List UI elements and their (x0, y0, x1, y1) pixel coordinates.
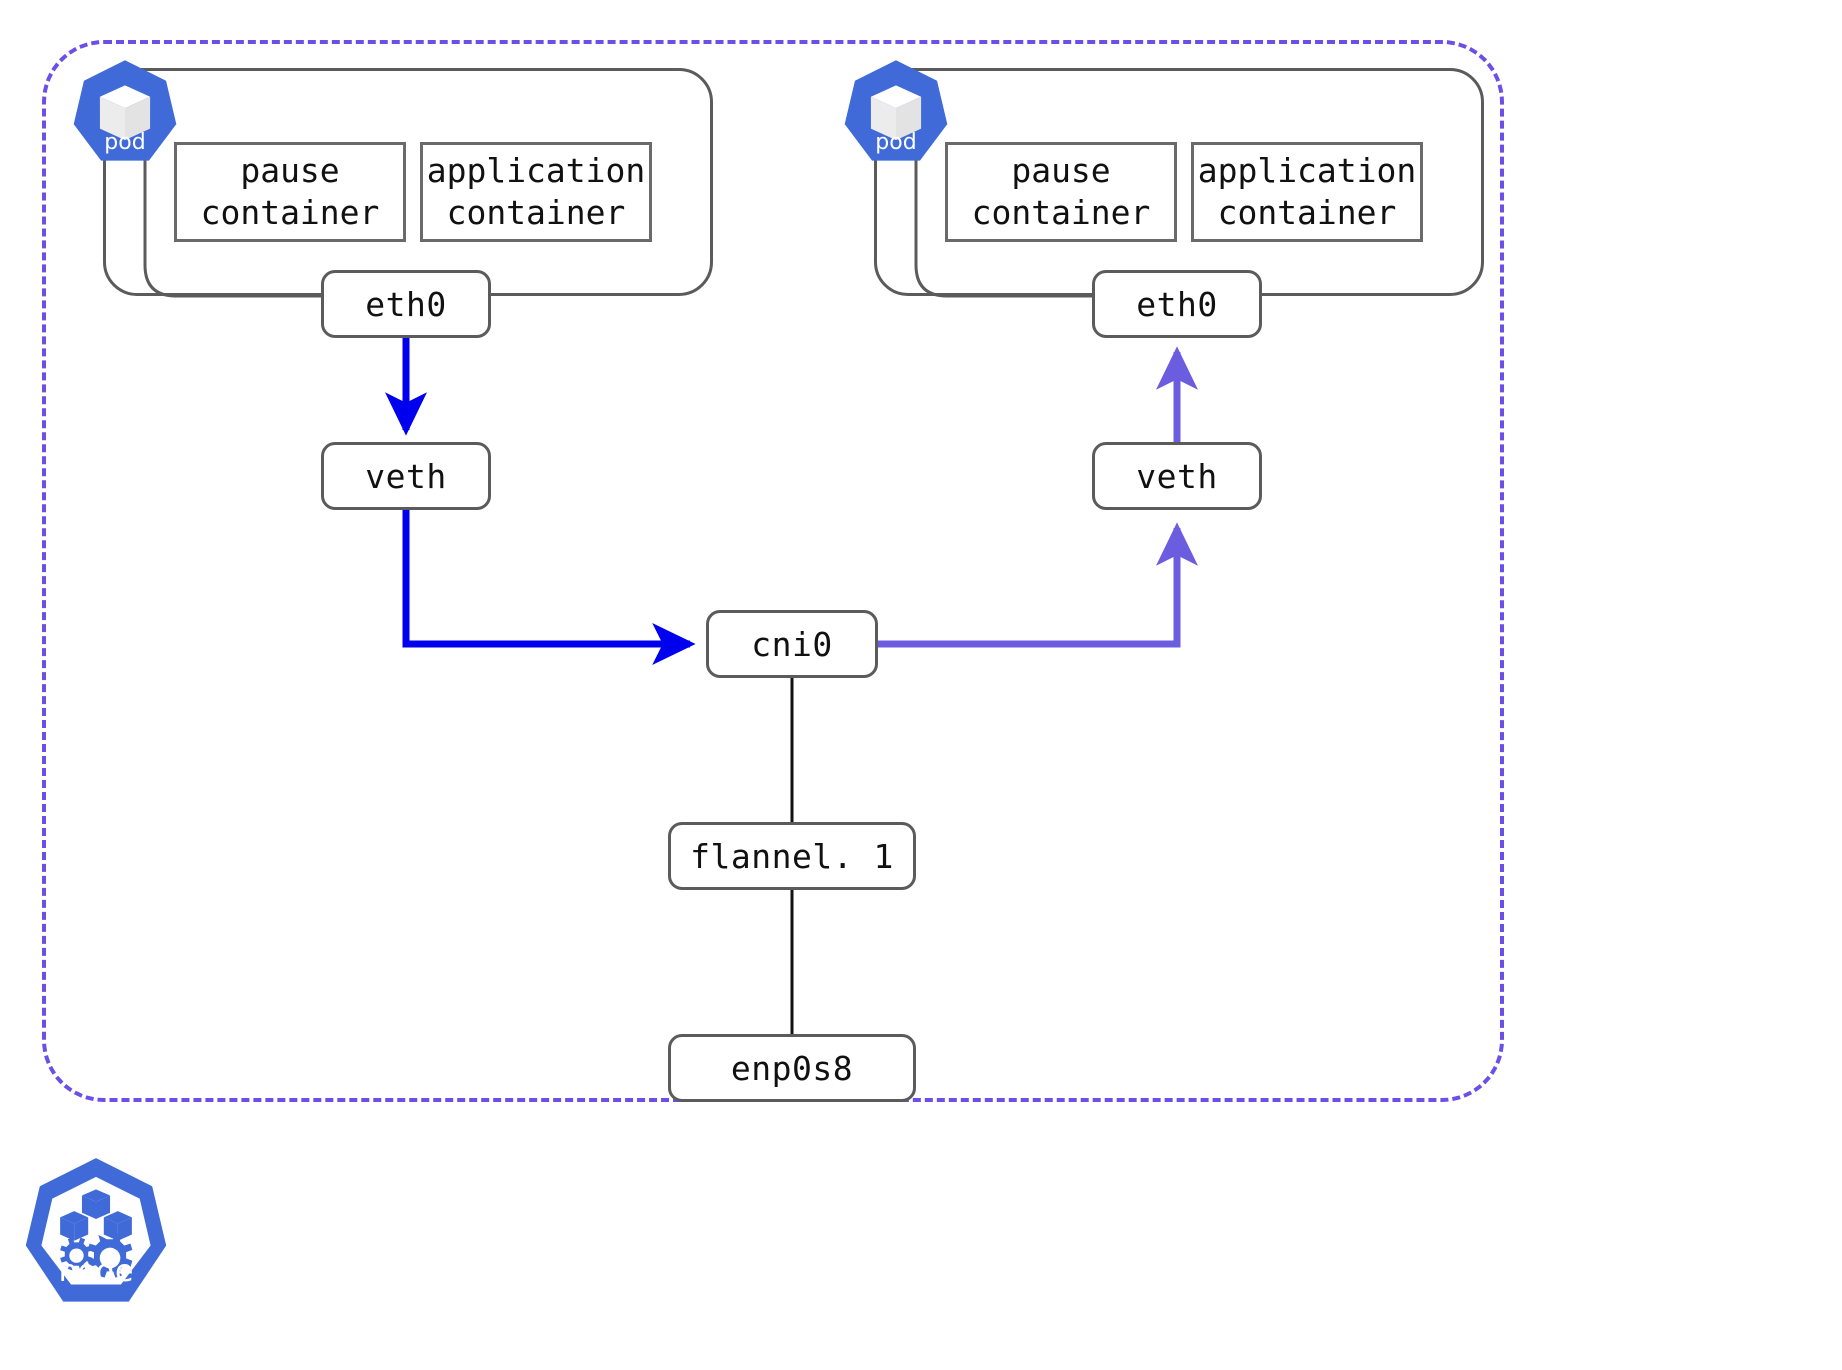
pod-right-veth: veth (1092, 442, 1262, 510)
k8s-pod-icon (73, 60, 177, 161)
container-label-line1: pause (1011, 150, 1111, 190)
flow-right-cni0-to-veth (878, 522, 1198, 648)
pod-right-pause-container: pause container (945, 142, 1177, 242)
container-label: pause container (201, 150, 380, 234)
container-label: application container (427, 150, 646, 234)
pod-left-eth0: eth0 (321, 270, 491, 338)
host-cni0: cni0 (706, 610, 878, 678)
container-label: application container (1198, 150, 1417, 234)
host-enp0s8: enp0s8 (668, 1034, 916, 1102)
container-label-line2: container (971, 193, 1151, 232)
flow-left-veth-to-cni0 (402, 510, 696, 665)
host-flannel1: flannel. 1 (668, 822, 916, 890)
pod-left-application-container: application container (420, 142, 652, 242)
container-label-line1: application (426, 150, 646, 190)
k8s-pod-icon (844, 60, 948, 161)
pod-right-application-container: application container (1191, 142, 1423, 242)
pod-left-pause-container: pause container (174, 142, 406, 242)
cube-glyph (870, 85, 922, 141)
pod-right-eth0: eth0 (1092, 270, 1262, 338)
container-label-line2: container (1217, 193, 1397, 232)
container-label-line2: container (446, 193, 626, 232)
container-label-line1: pause (240, 150, 340, 190)
pod-right-badge: pod (839, 58, 953, 172)
node-gears-glyph (60, 1233, 133, 1278)
container-label-line2: container (200, 193, 380, 232)
container-label: pause container (972, 150, 1151, 234)
pod-left-badge: pod (68, 58, 182, 172)
pod-left-veth: veth (321, 442, 491, 510)
k8s-node-icon (25, 1158, 167, 1302)
cube-glyph (99, 85, 151, 141)
node-badge: node (18, 1155, 174, 1311)
container-label-line1: application (1197, 150, 1417, 190)
